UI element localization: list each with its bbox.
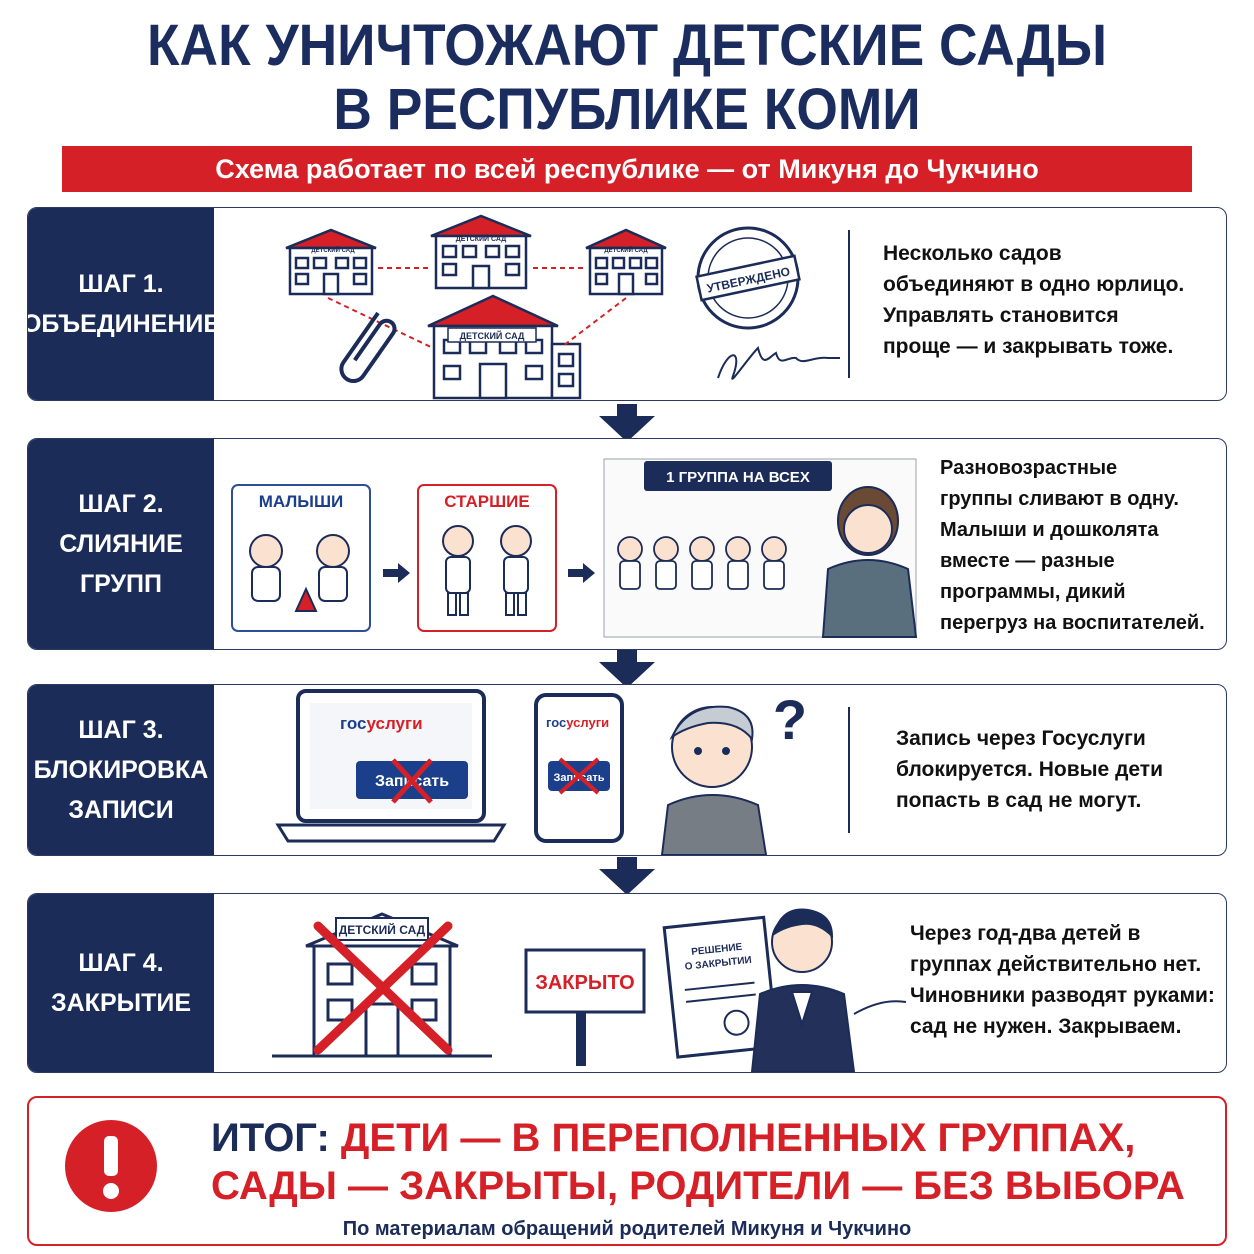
exclamation-icon: [65, 1120, 157, 1212]
arrow-down-icon: [599, 404, 655, 442]
step-3-text-line: блокируется. Новые дети: [896, 758, 1164, 781]
step-2-card: ШАГ 2. СЛИЯНИЕ ГРУПП МАЛЫШИ СТАРШИЕ 1 ГР…: [27, 438, 1227, 650]
step-3-text-line: Запись через Госуслуги: [896, 727, 1146, 750]
result-text-1: ДЕТИ — В ПЕРЕПОЛНЕННЫХ ГРУППАХ,: [340, 1116, 1136, 1160]
step-1-card: ШАГ 1. ОБЪЕДИНЕНИЕ: [27, 207, 1227, 401]
toddlers-icon: [249, 534, 350, 612]
step-3-text-line: попасть в сад не могут.: [896, 789, 1142, 812]
closed-building-label: ДЕТСКИЙ САД: [339, 922, 426, 937]
red-cross-icon: [391, 758, 433, 804]
arrow-right-icon: [568, 563, 595, 583]
children-icon: [442, 525, 532, 616]
closed-sign-icon: [524, 948, 646, 1066]
step-4-number: ШАГ 4.: [78, 949, 164, 977]
older-kids-label: СТАРШИЕ: [444, 492, 529, 511]
step-3-number: ШАГ 3.: [78, 716, 164, 744]
toddlers-label: МАЛЫШИ: [259, 492, 344, 511]
step-2-text-line: программы, дикий: [940, 581, 1126, 603]
decision-document-icon: РЕШЕНИЕ О ЗАКРЫТИИ: [662, 915, 779, 1059]
stamp-icon: УТВЕРЖДЕНО: [695, 226, 801, 330]
step-1-text-line: проще — и закрывать тоже.: [883, 335, 1174, 358]
divider: [848, 707, 850, 833]
small-building-label-3: ДЕТСКИЙ САД: [604, 246, 648, 254]
confused-child-icon: [660, 705, 768, 855]
signature-icon: [717, 346, 840, 380]
step-2-description: Разновозрастные группы сливают в одну. М…: [940, 453, 1205, 639]
paperclip-icon: [339, 311, 397, 384]
step-4-label: ШАГ 4. ЗАКРЫТИЕ: [28, 894, 214, 1072]
small-building-label-2: ДЕТСКИЙ САД: [456, 234, 506, 243]
step-3-label: ШАГ 3. БЛОКИРОВКА ЗАПИСИ: [28, 685, 214, 855]
page-title: КАК УНИЧТОЖАЮТ ДЕТСКИЕ САДЫ В РЕСПУБЛИКЕ…: [50, 14, 1204, 142]
step-2-text-line: перегруз на воспитателей.: [940, 612, 1205, 634]
step-2-number: ШАГ 2.: [78, 490, 164, 518]
step-1-label: ШАГ 1. ОБЪЕДИНЕНИЕ: [28, 208, 220, 400]
divider: [848, 230, 850, 378]
subtitle-banner: Схема работает по всей республике — от М…: [62, 146, 1192, 192]
red-cross-icon: [313, 921, 453, 1055]
arrow-right-icon: [383, 563, 410, 583]
step-3-description: Запись через Госуслуги блокируется. Новы…: [896, 723, 1163, 816]
step-2-text-line: Разновозрастные: [940, 457, 1118, 479]
one-group-banner: 1 ГРУППА НА ВСЕХ: [666, 469, 810, 486]
step-4-text-line: Чиновники разводят руками:: [910, 984, 1215, 1007]
step-2-title-1: СЛИЯНИЕ: [59, 530, 183, 558]
question-mark: ?: [773, 688, 807, 751]
result-box: ИТОГ: ДЕТИ — В ПЕРЕПОЛНЕННЫХ ГРУППАХ, СА…: [27, 1096, 1227, 1246]
step-3-illustration: госуслуги Записать госуслуги Записать ?: [275, 688, 807, 855]
closed-sign-text: ЗАКРЫТО: [535, 972, 634, 994]
step-4-description: Через год-два детей в группах действител…: [910, 918, 1215, 1042]
result-line-1: ИТОГ: ДЕТИ — В ПЕРЕПОЛНЕННЫХ ГРУППАХ,: [211, 1114, 1135, 1162]
group-of-children-icon: [617, 536, 787, 590]
doc-title-1: РЕШЕНИЕ: [691, 942, 743, 958]
step-1-text-line: объединяют в одно юрлицо.: [883, 273, 1185, 296]
official-icon: [750, 908, 907, 1072]
step-3-title-2: ЗАПИСИ: [68, 796, 174, 824]
step-2-text-line: Малыши и дошколята: [940, 519, 1159, 541]
main-building-label: ДЕТСКИЙ САД: [460, 330, 525, 341]
step-1-text-line: Несколько садов: [883, 242, 1062, 265]
subtitle-text: Схема работает по всей республике — от М…: [215, 153, 1039, 184]
gosuslugi-logo: госуслуги: [340, 714, 423, 733]
step-4-text-line: Через год-два детей в: [910, 922, 1141, 945]
step-4-card: ШАГ 4. ЗАКРЫТИЕ ДЕТСКИЙ САД ЗАКРЫТО: [27, 893, 1227, 1073]
title-line-1: КАК УНИЧТОЖАЮТ ДЕТСКИЕ САДЫ: [146, 13, 1108, 78]
gosuslugi-logo-phone: госуслуги: [546, 715, 609, 730]
step-1-text-line: Управлять становится: [883, 304, 1119, 327]
step-4-text-line: сад не нужен. Закрываем.: [910, 1015, 1182, 1038]
arrow-down-icon: [599, 857, 655, 895]
step-4-illustration: ДЕТСКИЙ САД ЗАКРЫТО РЕШЕНИЕ О ЗАКРЫТИИ: [272, 908, 907, 1072]
small-building-label: ДЕТСКИЙ САД: [311, 246, 355, 254]
source-text: По материалам обращений родителей Микуня…: [328, 1218, 926, 1241]
arrow-down-icon: [599, 650, 655, 688]
title-line-2: В РЕСПУБЛИКЕ КОМИ: [333, 77, 921, 142]
step-4-text-line: группах действительно нет.: [910, 953, 1202, 976]
step-1-number: ШАГ 1.: [78, 270, 164, 298]
step-2-title-2: ГРУПП: [79, 570, 162, 598]
step-3-card: ШАГ 3. БЛОКИРОВКА ЗАПИСИ госуслуги Запис…: [27, 684, 1227, 856]
step-1-description: Несколько садов объединяют в одно юрлицо…: [883, 238, 1184, 362]
step-1-title: ОБЪЕДИНЕНИЕ: [27, 310, 221, 338]
red-cross-icon: [558, 757, 600, 795]
step-1-illustration: ДЕТСКИЙ САД ДЕТСКИЙ САД ДЕТСКИЙ САД ДЕТС…: [285, 214, 840, 400]
step-2-label: ШАГ 2. СЛИЯНИЕ ГРУПП: [28, 439, 214, 649]
source-footer: По материалам обращений родителей Микуня…: [0, 1218, 1254, 1241]
step-2-illustration: МАЛЫШИ СТАРШИЕ 1 ГРУППА НА ВСЕХ: [231, 458, 918, 638]
step-2-text-line: вместе — разные: [940, 550, 1115, 572]
result-label: ИТОГ:: [211, 1116, 330, 1160]
step-3-title-1: БЛОКИРОВКА: [33, 756, 209, 784]
step-2-text-line: группы сливают в одну.: [940, 488, 1179, 510]
tired-teacher-icon: [821, 486, 918, 638]
result-text-2: САДЫ — ЗАКРЫТЫ, РОДИТЕЛИ — БЕЗ ВЫБОРА: [211, 1164, 1185, 1208]
step-4-title: ЗАКРЫТИЕ: [50, 989, 192, 1017]
